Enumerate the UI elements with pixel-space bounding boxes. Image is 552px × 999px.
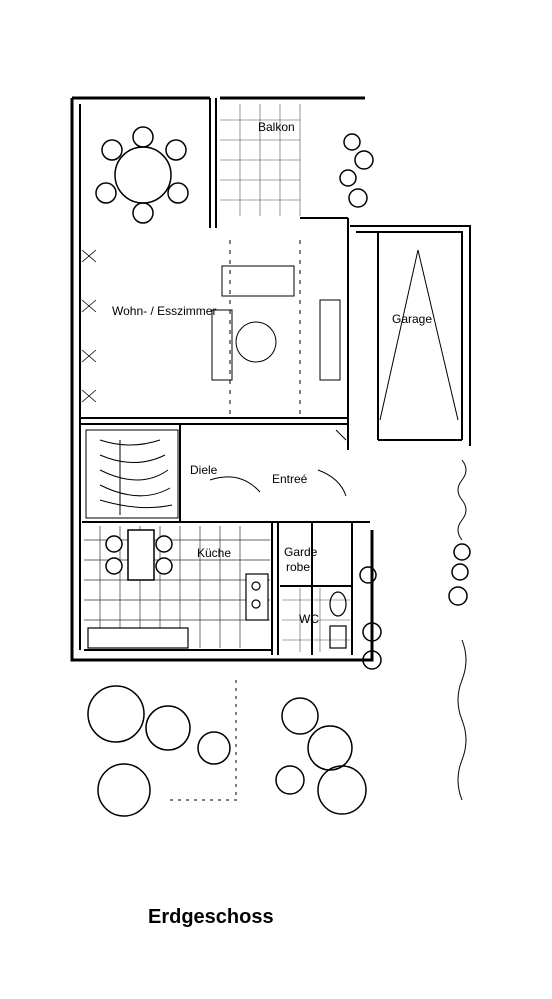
room-label-wohnzimmer: Wohn- / Esszimmer <box>112 304 217 318</box>
inner-walls <box>79 98 370 655</box>
door-swings <box>209 429 347 497</box>
trees-bottom <box>87 685 367 817</box>
room-label-balkon: Balkon <box>258 120 295 134</box>
wc-fixtures <box>329 591 347 649</box>
wall-hatching <box>81 249 97 403</box>
outer-walls <box>70 96 374 662</box>
garage-car-lines <box>379 249 459 421</box>
room-label-kueche: Küche <box>197 546 232 560</box>
shrubs-right <box>339 133 471 670</box>
kitchen-counter <box>87 573 269 649</box>
plan-caption: Erdgeschoss <box>148 906 274 928</box>
kitchen-table <box>105 529 173 581</box>
garden-path <box>170 680 240 801</box>
dining-table <box>95 126 189 224</box>
garage-outline <box>350 225 471 446</box>
room-label-garderobe-1: Garde <box>284 545 318 559</box>
staircase <box>85 429 179 519</box>
wc-tiles <box>282 588 350 652</box>
room-label-garage: Garage <box>392 312 433 326</box>
room-label-diele: Diele <box>190 463 218 477</box>
hedge-right <box>457 459 467 801</box>
balkon-tiles <box>220 104 301 216</box>
living-furniture <box>211 240 341 418</box>
room-label-garderobe-2: robe <box>286 560 311 574</box>
room-label-wc: WC <box>299 612 319 626</box>
room-label-entree: Entreé <box>272 472 308 486</box>
